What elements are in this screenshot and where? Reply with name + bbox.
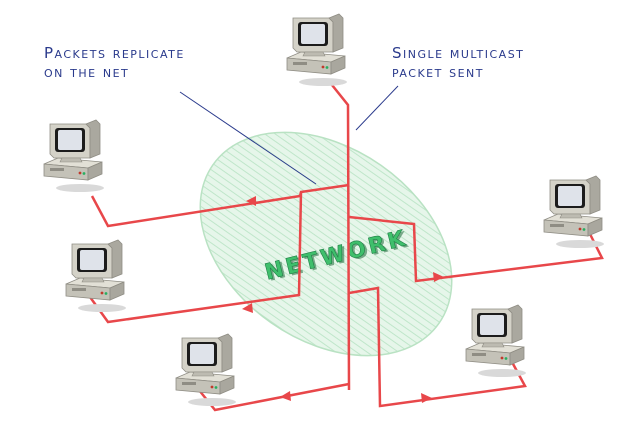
computer-source-icon	[286, 13, 348, 87]
callout-line: Single multicast	[392, 44, 525, 62]
arrowhead-icon	[280, 391, 291, 401]
link-right-bottom	[348, 286, 527, 408]
computer-right-bottom-icon	[465, 304, 527, 378]
link-bottom-left	[194, 382, 350, 412]
callout-line: on the net	[44, 63, 130, 81]
leader-line-multicast	[355, 85, 399, 131]
link-right-top	[348, 215, 604, 283]
arrowhead-icon	[242, 303, 253, 313]
link-source	[327, 79, 351, 391]
callout-single-multicast: Single multicast packet sent	[392, 44, 524, 82]
computer-left-top-icon	[43, 119, 105, 193]
computer-bottom-left-icon	[175, 333, 237, 407]
arrowhead-icon	[246, 196, 256, 206]
computer-right-top-icon	[543, 175, 605, 249]
computer-left-middle-icon	[65, 239, 127, 313]
callout-line: Packets replicate	[44, 44, 185, 62]
arrowhead-icon	[421, 393, 432, 403]
leader-line-replicate	[179, 91, 317, 185]
arrowhead-icon	[433, 272, 444, 282]
callout-line: packet sent	[392, 63, 484, 81]
callout-packets-replicate: Packets replicate on the net	[44, 44, 185, 82]
